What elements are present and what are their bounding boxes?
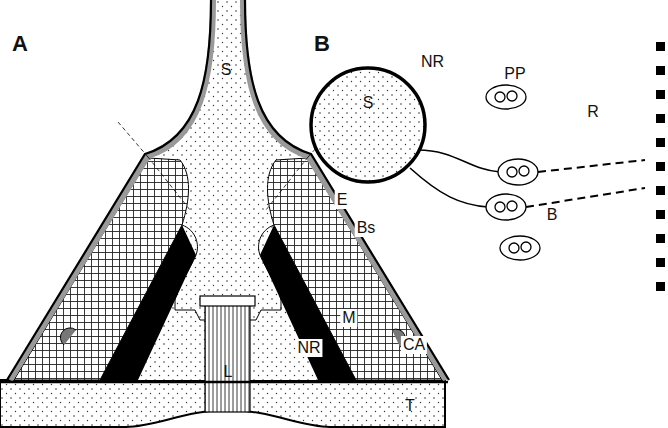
pp-cells	[486, 85, 540, 260]
part-label: NR	[295, 339, 322, 357]
l-rod	[205, 300, 250, 412]
part-label: CA	[401, 336, 427, 354]
nerve-ending-left	[60, 328, 76, 345]
node-label: S	[363, 95, 374, 111]
ca-band-left	[100, 225, 196, 380]
ca-band-right	[260, 225, 356, 380]
part-label: M	[340, 309, 357, 327]
epithelium-line	[7, 0, 449, 380]
fibre	[418, 150, 500, 172]
s-circle: SNR	[309, 66, 427, 184]
inner-step-right	[250, 255, 281, 320]
guide-lines	[118, 122, 340, 210]
part-label: Bs	[355, 219, 378, 237]
part-label: B	[545, 206, 560, 224]
panel-letter: A	[10, 32, 30, 56]
part-label: T	[403, 397, 417, 415]
node-heading: NR	[421, 54, 444, 70]
part-label: S	[219, 61, 234, 79]
part-label: PP	[502, 65, 527, 83]
circle-outline	[309, 66, 427, 184]
part-label: E	[335, 191, 350, 209]
receptor-row	[656, 42, 665, 291]
basement-layer	[10, 0, 446, 380]
fibre	[410, 168, 488, 207]
part-label: R	[585, 103, 601, 121]
part-label: L	[222, 363, 235, 381]
inner-step-left	[175, 255, 205, 320]
dashed-fibre	[526, 160, 645, 207]
panel-letter: B	[312, 32, 332, 56]
